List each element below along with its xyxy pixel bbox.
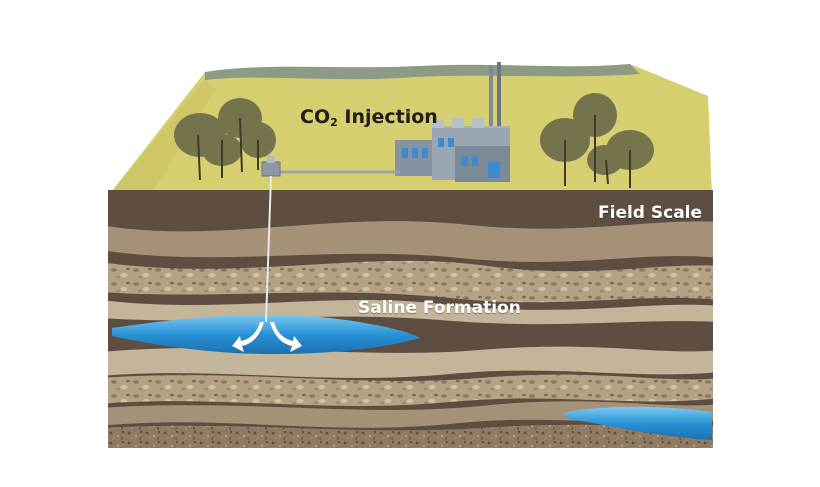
flow-arrow-icon xyxy=(232,322,302,352)
saline-formation-label: Saline Formation xyxy=(358,298,521,318)
tree-icon xyxy=(174,98,276,181)
saline-aquifer xyxy=(112,314,420,355)
saline-aquifer-lower xyxy=(565,406,712,440)
tree-icon xyxy=(540,93,654,188)
power-plant-icon xyxy=(395,62,510,182)
co2-injection-label: CO2 Injection xyxy=(300,106,438,129)
field-scale-label: Field Scale xyxy=(598,203,703,223)
injection-well xyxy=(265,175,272,323)
